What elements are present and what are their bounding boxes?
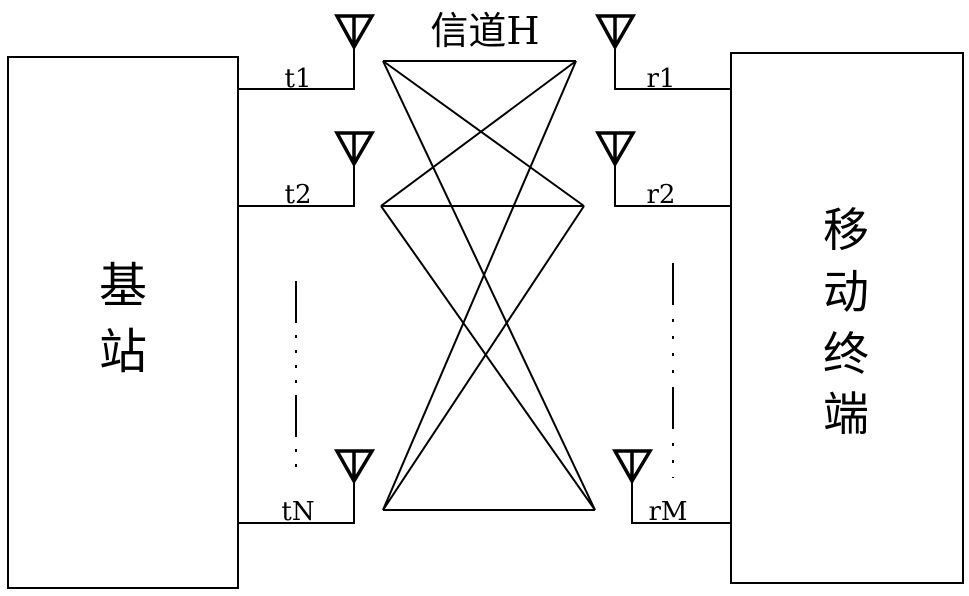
channel-label: 信道H (430, 9, 539, 53)
mobile-terminal-label: 移 (823, 203, 869, 257)
rx-antenna-label: r2 (647, 180, 676, 210)
antenna-icon (598, 133, 633, 164)
antenna-icon (615, 451, 650, 481)
mobile-terminal-label: 动 (823, 265, 869, 319)
rx-antenna-label: rM (648, 497, 687, 527)
channel-path-t1-rM (383, 61, 595, 510)
antenna-icon (598, 16, 633, 47)
tx-antenna-label: t2 (285, 180, 312, 210)
mobile-terminal-label: 端 (823, 387, 869, 441)
tx-antenna-label: tN (281, 497, 314, 527)
channel-path-t1-r2 (383, 61, 584, 206)
antenna-icon (337, 16, 372, 47)
antenna-icon (337, 451, 372, 481)
base-station-label: 站 (99, 324, 147, 380)
antenna-icon (337, 133, 372, 164)
mobile-terminal-label: 终 (823, 327, 869, 381)
channel-path-t2-r1 (381, 61, 576, 206)
base-station-box (8, 57, 238, 588)
rx-antenna-label: r1 (647, 64, 676, 94)
base-station-label: 基 (99, 258, 147, 314)
tx-antenna-label: t1 (285, 64, 312, 94)
channel-paths (381, 61, 595, 510)
